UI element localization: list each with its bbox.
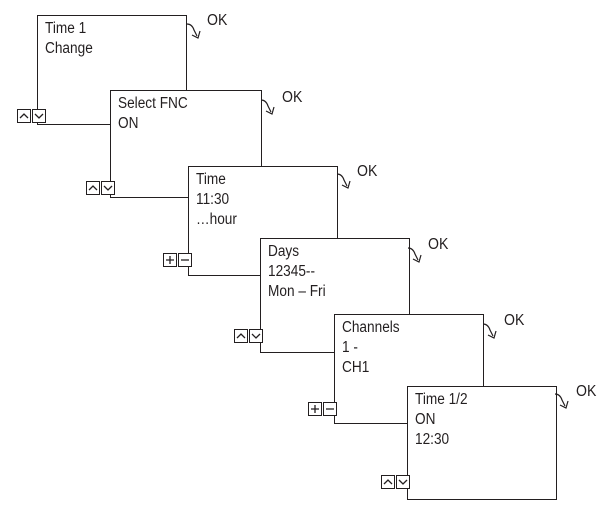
screen-line: Time 1: [45, 20, 87, 37]
screen-line: 12345--: [268, 263, 316, 280]
screen-line: 12:30: [415, 431, 450, 448]
ok-label: OK: [504, 312, 525, 329]
ok-arrow-icon: [260, 99, 275, 115]
ok-arrow-icon: [407, 247, 422, 263]
ok-label: OK: [576, 383, 597, 400]
ok-label: OK: [282, 89, 303, 106]
screen-line: 11:30: [196, 191, 230, 208]
screen-time-1-2: Time 1/2 ON 12:30: [407, 386, 557, 500]
down-icon[interactable]: [396, 475, 410, 489]
screen-line: CH1: [342, 359, 370, 376]
down-icon[interactable]: [32, 109, 46, 123]
up-icon[interactable]: [381, 475, 395, 489]
down-icon[interactable]: [249, 329, 263, 343]
screen-line: …hour: [196, 211, 237, 228]
ok-label: OK: [357, 163, 378, 180]
ok-arrow-icon: [482, 323, 497, 339]
screen-line: Days: [268, 243, 300, 260]
screen-line: Time: [196, 171, 226, 188]
screen-line: ON: [118, 115, 139, 132]
ok-arrow-icon: [186, 23, 201, 39]
plus-icon[interactable]: [163, 253, 177, 267]
up-icon[interactable]: [234, 329, 248, 343]
ok-arrow-icon: [554, 393, 569, 409]
down-icon[interactable]: [101, 181, 115, 195]
screen-line: Time 1/2: [415, 391, 468, 408]
up-icon[interactable]: [17, 109, 31, 123]
nav-buttons: [381, 475, 411, 489]
value-buttons: [308, 402, 338, 416]
screen-line: Channels: [342, 319, 400, 336]
nav-buttons: [86, 181, 116, 195]
minus-icon[interactable]: [178, 253, 192, 267]
nav-buttons: [17, 109, 47, 123]
screen-line: Select FNC: [118, 95, 188, 112]
ok-label: OK: [207, 12, 228, 29]
screen-line: ON: [415, 411, 436, 428]
screen-line: Mon – Fri: [268, 283, 326, 300]
ok-arrow-icon: [336, 173, 351, 189]
minus-icon[interactable]: [323, 402, 337, 416]
screen-line: Change: [45, 40, 93, 57]
nav-buttons: [234, 329, 264, 343]
up-icon[interactable]: [86, 181, 100, 195]
value-buttons: [163, 253, 193, 267]
plus-icon[interactable]: [308, 402, 322, 416]
screen-line: 1 -: [342, 339, 358, 356]
ok-label: OK: [428, 236, 449, 253]
